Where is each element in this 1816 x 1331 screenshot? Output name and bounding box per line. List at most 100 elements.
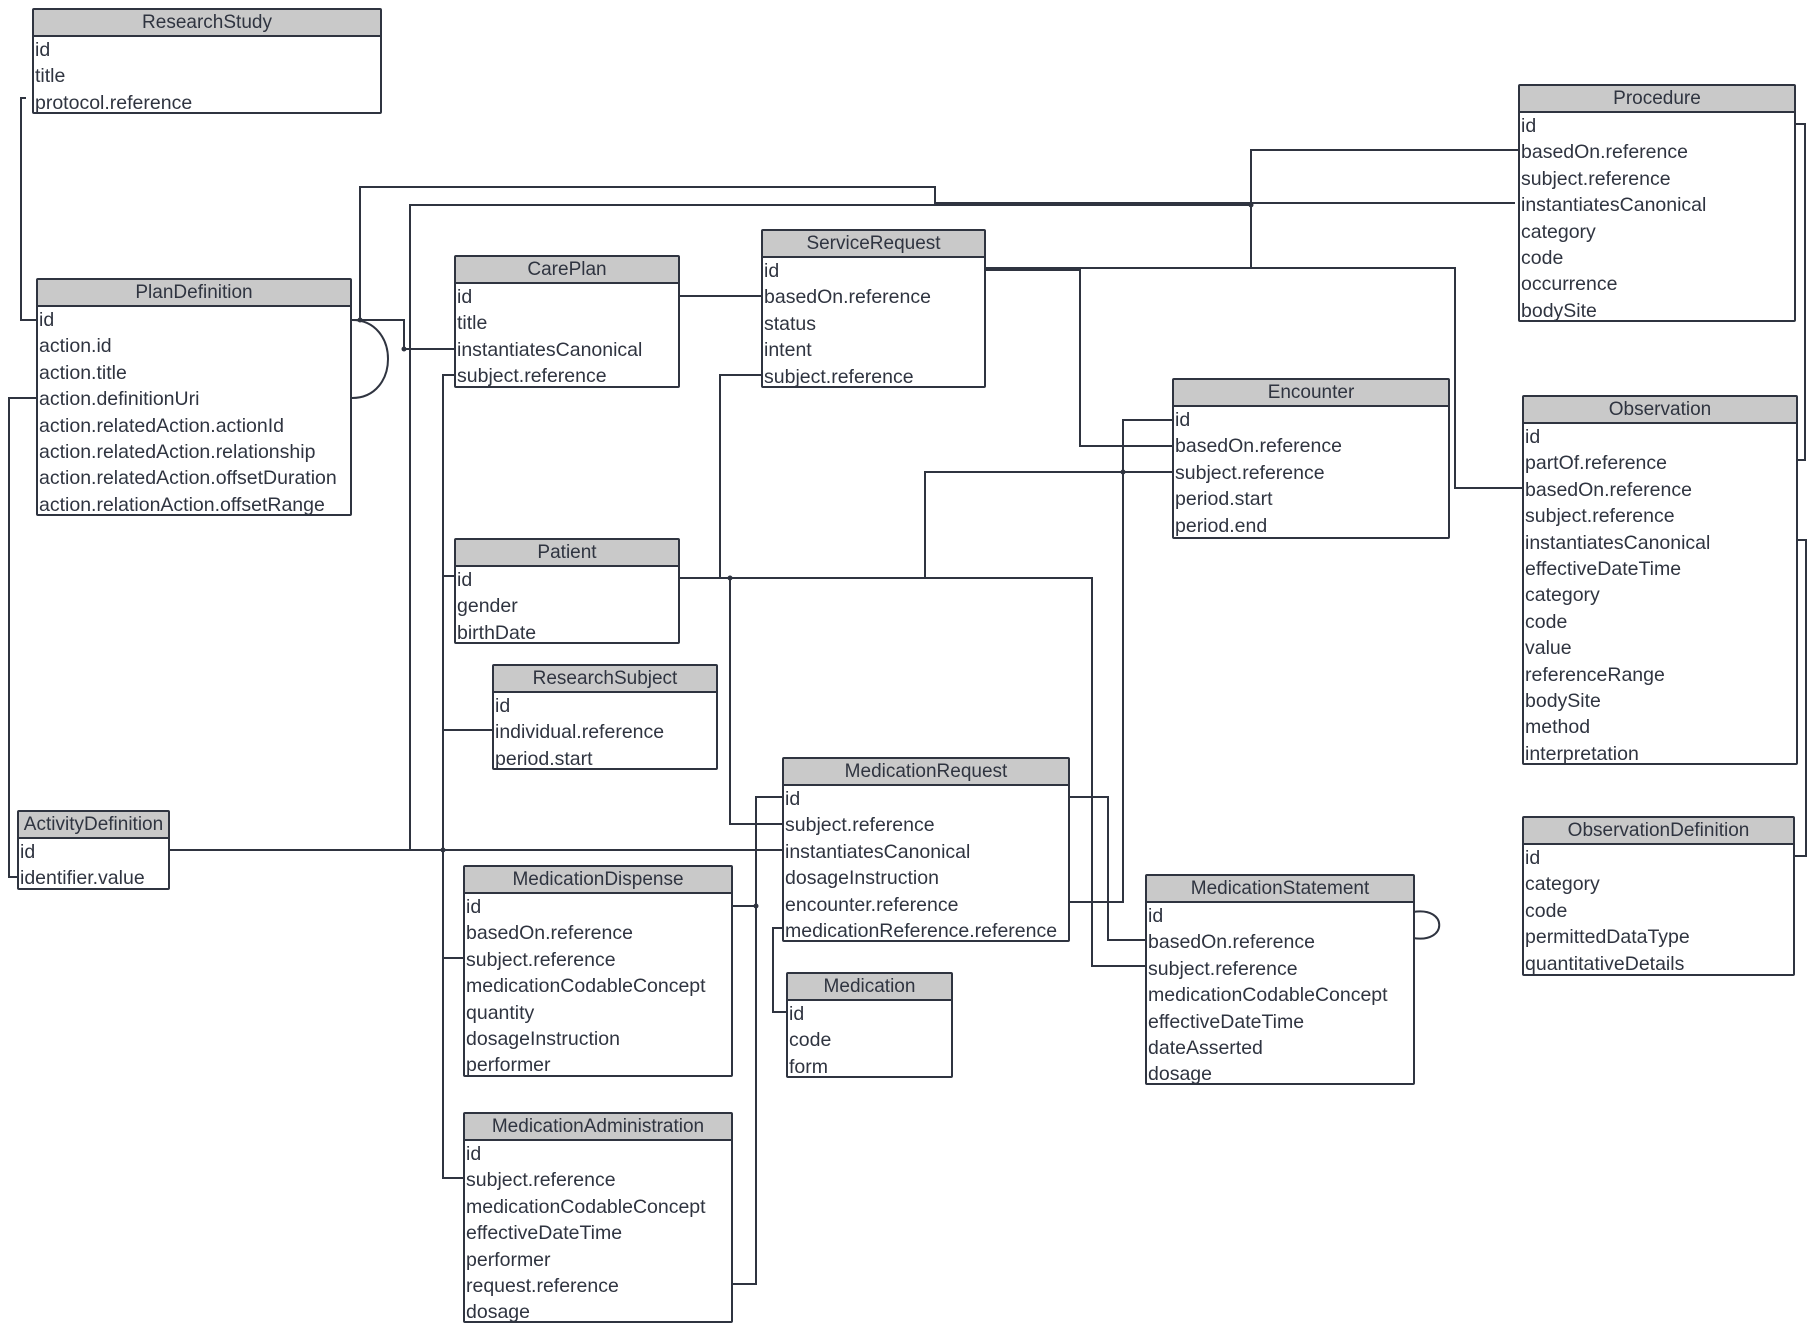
- entity-research-study[interactable]: ResearchStudy id title protocol.referenc…: [32, 8, 382, 114]
- field-activity-definition-identifier-value: identifier.value: [20, 867, 145, 890]
- field-medication-statement-based-on-reference: basedOn.reference: [1148, 931, 1315, 954]
- field-medication-administration-medication-codable-concept: medicationCodableConcept: [466, 1195, 706, 1218]
- entity-medication-administration[interactable]: MedicationAdministration id subject.refe…: [463, 1112, 733, 1323]
- field-medication-request-instantiates-canonical: instantiatesCanonical: [785, 840, 971, 863]
- field-research-study-id: id: [35, 39, 51, 61]
- field-medication-administration-request-reference: request.reference: [466, 1274, 619, 1297]
- field-research-subject-id: id: [495, 695, 511, 717]
- field-medication-statement-medication-codable-concept: medicationCodableConcept: [1148, 984, 1388, 1007]
- field-research-study-title: title: [35, 65, 66, 88]
- entity-service-request[interactable]: ServiceRequest id basedOn.reference stat…: [761, 229, 986, 388]
- field-observation-reference-range: referenceRange: [1525, 663, 1665, 686]
- edge-servicerequest-encounter: [986, 269, 1174, 447]
- entity-observation-definition[interactable]: ObservationDefinition id category code p…: [1522, 816, 1795, 976]
- entity-title-activity-definition: ActivityDefinition: [19, 812, 168, 839]
- entity-care-plan[interactable]: CarePlan id title instantiatesCanonical …: [454, 255, 680, 388]
- entity-encounter[interactable]: Encounter id basedOn.reference subject.r…: [1172, 378, 1450, 539]
- field-procedure-code: code: [1521, 246, 1564, 269]
- field-medication-request-id: id: [785, 788, 801, 810]
- entity-title-observation-definition: ObservationDefinition: [1524, 818, 1793, 845]
- field-research-subject-individual-reference: individual.reference: [495, 721, 665, 744]
- entity-title-procedure: Procedure: [1520, 86, 1794, 113]
- entity-medication-statement[interactable]: MedicationStatement id basedOn.reference…: [1145, 874, 1415, 1085]
- field-procedure-instantiates-canonical: instantiatesCanonical: [1521, 194, 1707, 217]
- field-medication-request-encounter-reference: encounter.reference: [785, 893, 959, 916]
- field-medication-request-medication-reference: medicationReference.reference: [785, 919, 1058, 942]
- entity-title-medication: Medication: [788, 974, 951, 1001]
- field-medication-administration-subject-reference: subject.reference: [466, 1169, 616, 1192]
- field-medication-dispense-performer: performer: [466, 1054, 551, 1077]
- field-procedure-body-site: bodySite: [1521, 299, 1597, 322]
- field-observation-definition-quantitative-details: quantitativeDetails: [1525, 952, 1685, 975]
- field-service-request-subject-reference: subject.reference: [764, 365, 914, 388]
- field-research-subject-period-start: period.start: [495, 747, 593, 770]
- field-medication-dispense-quantity: quantity: [466, 1001, 535, 1024]
- entity-title-encounter: Encounter: [1174, 380, 1448, 407]
- field-medication-administration-performer: performer: [466, 1248, 551, 1271]
- field-care-plan-id: id: [457, 286, 473, 308]
- field-encounter-period-end: period.end: [1175, 514, 1268, 537]
- field-plan-definition-action-id: action.id: [39, 335, 112, 358]
- field-medication-dispense-dosage-instruction: dosageInstruction: [466, 1027, 620, 1050]
- field-plan-definition-related-action-id: action.relatedAction.actionId: [39, 414, 284, 437]
- field-procedure-subject-reference: subject.reference: [1521, 167, 1671, 190]
- field-observation-instantiates-canonical: instantiatesCanonical: [1525, 531, 1711, 554]
- field-medication-administration-effective-date-time: effectiveDateTime: [466, 1222, 623, 1245]
- field-observation-definition-category: category: [1525, 873, 1600, 896]
- edge-patient-careplan: [442, 374, 454, 577]
- field-medication-administration-dosage: dosage: [466, 1301, 530, 1324]
- entity-title-research-study: ResearchStudy: [34, 10, 380, 37]
- field-medication-dispense-based-on-reference: basedOn.reference: [466, 922, 633, 945]
- field-observation-code: code: [1525, 610, 1568, 633]
- entity-title-care-plan: CarePlan: [456, 257, 678, 284]
- field-procedure-id: id: [1521, 115, 1537, 137]
- field-patient-birth-date: birthDate: [457, 621, 537, 644]
- edge-patient-servicerequest: [680, 374, 761, 579]
- entity-activity-definition[interactable]: ActivityDefinition id identifier.value: [17, 810, 170, 890]
- edge-servicerequest-procedure: [986, 149, 1520, 269]
- field-observation-method: method: [1525, 716, 1591, 739]
- field-care-plan-subject-reference: subject.reference: [457, 365, 607, 388]
- field-observation-id: id: [1525, 426, 1541, 448]
- field-procedure-based-on-reference: basedOn.reference: [1521, 141, 1688, 164]
- field-observation-subject-reference: subject.reference: [1525, 505, 1675, 528]
- entity-plan-definition[interactable]: PlanDefinition id action.id action.title…: [36, 278, 352, 516]
- entity-observation[interactable]: Observation id partOf.reference basedOn.…: [1522, 395, 1798, 765]
- edge-encounter-medicationrequest: [1070, 419, 1174, 903]
- entity-patient[interactable]: Patient id gender birthDate: [454, 538, 680, 644]
- entity-title-service-request: ServiceRequest: [763, 231, 984, 258]
- entity-medication[interactable]: Medication id code form: [786, 972, 953, 1078]
- field-medication-id: id: [789, 1003, 805, 1025]
- field-medication-statement-date-asserted: dateAsserted: [1148, 1036, 1263, 1059]
- field-medication-request-dosage-instruction: dosageInstruction: [785, 867, 939, 890]
- entity-research-subject[interactable]: ResearchSubject id individual.reference …: [492, 664, 718, 770]
- field-activity-definition-id: id: [20, 841, 36, 863]
- field-observation-part-of-reference: partOf.reference: [1525, 452, 1667, 475]
- edge-medicationrequest-medicationdispense: [733, 796, 782, 1285]
- field-service-request-status: status: [764, 312, 817, 335]
- field-service-request-intent: intent: [764, 339, 812, 362]
- field-encounter-subject-reference: subject.reference: [1175, 461, 1325, 484]
- field-medication-statement-dosage: dosage: [1148, 1063, 1212, 1086]
- entity-medication-request[interactable]: MedicationRequest id subject.reference i…: [782, 757, 1070, 942]
- edge-researchstudy-plandefinition: [20, 97, 36, 321]
- field-plan-definition-action-definition-uri: action.definitionUri: [39, 388, 200, 411]
- field-patient-gender: gender: [457, 595, 518, 618]
- entity-title-medication-administration: MedicationAdministration: [465, 1114, 731, 1141]
- field-plan-definition-id: id: [39, 309, 55, 331]
- field-research-study-protocol-reference: protocol.reference: [35, 91, 193, 114]
- field-plan-definition-relation-action-offset-range: action.relationAction.offsetRange: [39, 493, 325, 516]
- entity-medication-dispense[interactable]: MedicationDispense id basedOn.reference …: [463, 865, 733, 1077]
- field-medication-administration-id: id: [466, 1143, 482, 1165]
- edge-medicationstatement-self-loop: [1412, 910, 1441, 940]
- field-observation-interpretation: interpretation: [1525, 742, 1639, 765]
- field-procedure-occurrence: occurrence: [1521, 273, 1618, 296]
- entity-title-medication-statement: MedicationStatement: [1147, 876, 1413, 903]
- field-service-request-based-on-reference: basedOn.reference: [764, 286, 931, 309]
- edge-patient-medicationrequest: [729, 578, 782, 825]
- edge-patient-encounter: [680, 471, 1174, 579]
- field-observation-definition-code: code: [1525, 899, 1568, 922]
- entity-procedure[interactable]: Procedure id basedOn.reference subject.r…: [1518, 84, 1796, 322]
- field-care-plan-title: title: [457, 312, 488, 335]
- entity-title-medication-request: MedicationRequest: [784, 759, 1068, 786]
